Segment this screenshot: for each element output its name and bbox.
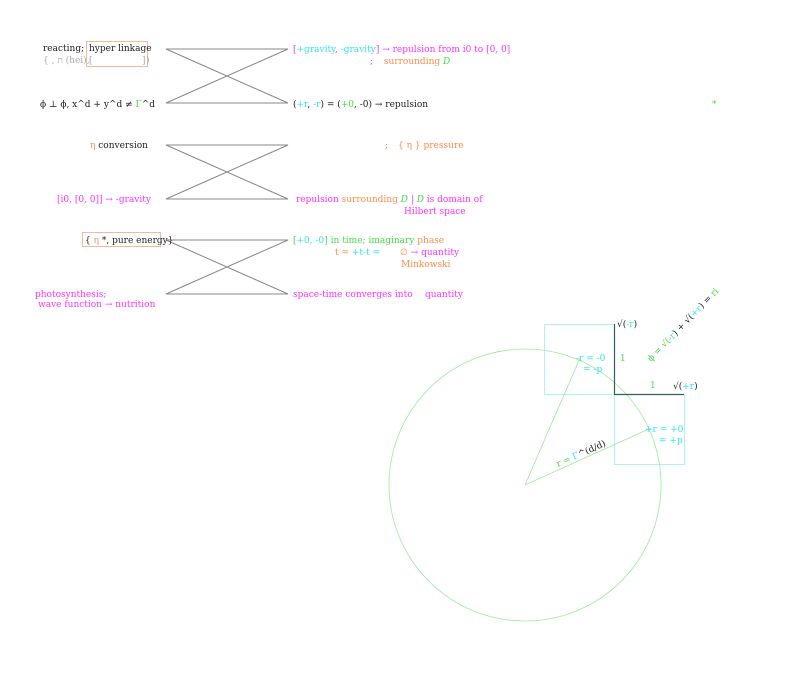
pressure-label: ;{ η } pressure	[385, 141, 464, 151]
radius-line-pos	[524, 427, 652, 486]
hyper-linkage-box	[86, 41, 148, 67]
radius-formula-label: r = Γ^(d/d)	[555, 438, 608, 470]
neg-p-label: = -p	[583, 365, 602, 375]
bracket-close: ]	[142, 56, 146, 66]
quantity-label: quantity	[425, 290, 464, 300]
hei-label: { , ת (hei),	[43, 55, 90, 66]
gravity-repulsion-label: [+gravity, -gravity] → repulsion from i0…	[293, 45, 510, 55]
pure-energy-box	[82, 232, 161, 247]
r-equation-label: (+r, -r) = (+0, -0) → repulsion	[293, 99, 428, 110]
eta-conversion: η conversion	[90, 141, 148, 151]
cross-connectors	[165, 48, 289, 295]
pure-energy-label: { η *, pure energy}	[85, 236, 173, 246]
photosynthesis-label: photosynthesis;	[35, 290, 106, 300]
pos-p-label: = +p	[659, 436, 683, 446]
wave-function-label: wave function → nutrition	[38, 300, 156, 310]
spacetime-label: space-time converges into	[293, 290, 413, 300]
bracket-open: [	[89, 56, 93, 66]
neg-r-label: -r = -0	[576, 354, 606, 364]
star-marker: *	[712, 100, 717, 110]
hilbert-space-label: Hilbert space	[404, 207, 466, 217]
empty-quantity-label: ∅ → quantity	[400, 248, 460, 258]
hilbert-label: repulsion surrounding D | D is domain of	[296, 195, 483, 205]
t-equation-label: t = +t-t =	[335, 248, 380, 258]
radius-line-neg	[524, 357, 581, 486]
radius-circle	[388, 348, 662, 622]
reacting-label: reacting;	[43, 44, 84, 54]
cross-link-3	[165, 239, 289, 295]
phi-sum-label: ϕ = √(-r) + √(+r) = ri	[645, 286, 721, 364]
sqrt-neg-r-label: √(-r)	[617, 319, 637, 330]
cross-link-2	[165, 144, 289, 200]
cross-link-1	[165, 48, 289, 104]
minkowski-label: Minkowski	[401, 260, 451, 270]
sqrt-pos-r-label: √(+r)	[673, 381, 698, 392]
paren-close: )	[146, 55, 150, 66]
phi-perp-formula: ϕ ⊥ ϕ, x^d + y^d ≠ Γ^d	[40, 100, 155, 110]
surrounding-d-label: ; surrounding D	[370, 57, 450, 67]
unit-label-horizontal: 1	[650, 381, 656, 391]
i0-gravity-label: [i0, [0, 0]] → -gravity	[57, 195, 152, 205]
pos-r-label: +r = +0	[645, 425, 684, 435]
unit-label-vertical: 1	[620, 354, 626, 364]
hyper-linkage-label: hyper linkage	[89, 44, 152, 54]
time-phase-label: [+0, -0] in time; imaginary phase	[293, 236, 444, 246]
axes-corner	[613, 324, 684, 396]
